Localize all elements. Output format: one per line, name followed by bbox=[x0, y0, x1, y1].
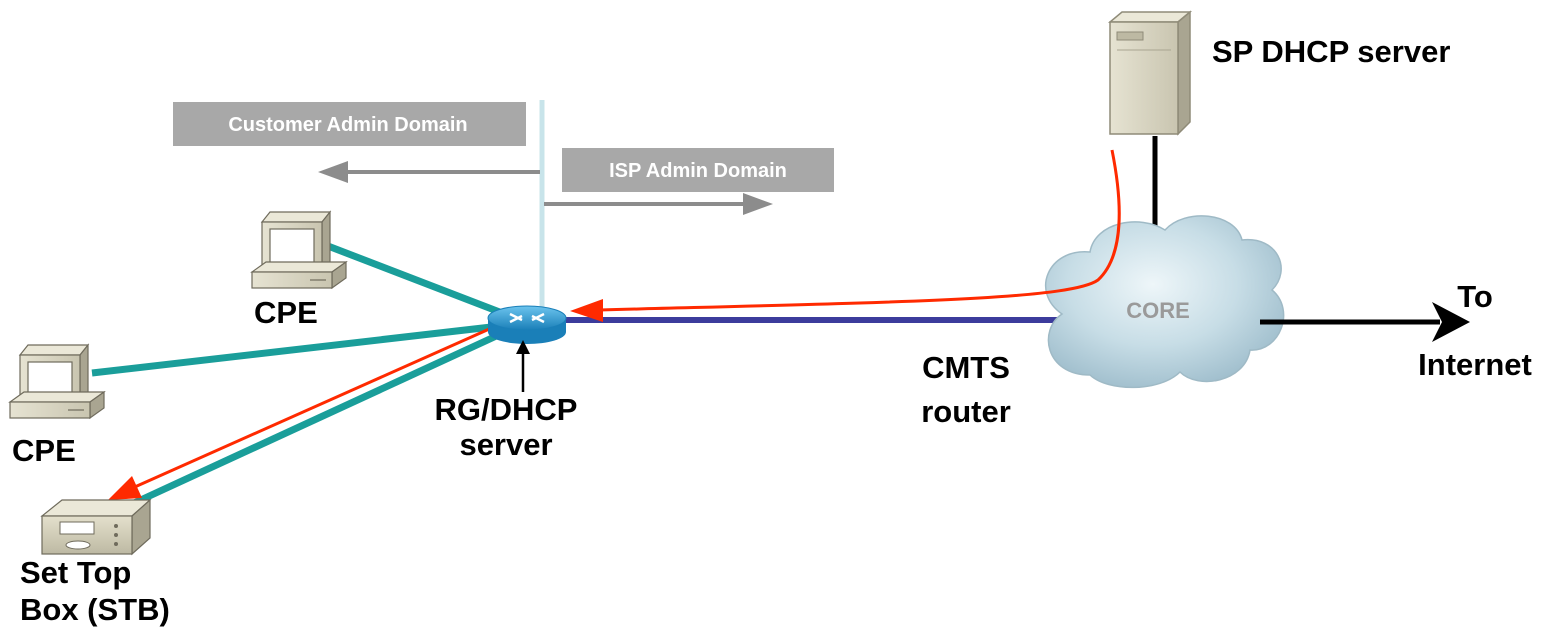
isp-domain-arrow bbox=[544, 193, 773, 215]
rg-dhcp-label-line2: server bbox=[459, 427, 552, 462]
link-cpe-upper bbox=[326, 242, 512, 320]
isp-admin-domain-label: ISP Admin Domain bbox=[609, 160, 787, 182]
cpe-lower-computer-icon bbox=[8, 343, 106, 420]
rg-router-icon bbox=[487, 305, 567, 344]
stb-label-line2: Box (STB) bbox=[20, 592, 170, 627]
core-label: CORE bbox=[1126, 298, 1190, 323]
dhcp-flow-rg-to-stb bbox=[127, 320, 506, 492]
link-stb bbox=[130, 328, 507, 508]
to-internet-label-line2: Internet bbox=[1418, 347, 1532, 382]
customer-domain-arrow bbox=[318, 161, 540, 183]
customer-admin-domain-box bbox=[173, 102, 526, 146]
core-cloud-icon bbox=[1044, 215, 1285, 389]
dhcp-flow-stb-arrowhead bbox=[108, 476, 142, 500]
stb-label-line1: Set Top bbox=[20, 555, 131, 590]
stb-set-top-box-icon bbox=[40, 498, 152, 556]
cmts-router-label-line2: router bbox=[921, 394, 1011, 429]
isp-admin-domain-box bbox=[562, 148, 834, 192]
dhcp-flow-server-to-rg bbox=[599, 149, 1121, 312]
customer-admin-domain-label: Customer Admin Domain bbox=[228, 114, 467, 136]
cpe-upper-computer-icon bbox=[250, 210, 348, 290]
sp-dhcp-server-label: SP DHCP server bbox=[1212, 34, 1450, 69]
cmts-router-label-line1: CMTS bbox=[922, 350, 1010, 385]
link-cpe-lower bbox=[91, 322, 501, 377]
cpe-lower-label: CPE bbox=[12, 433, 76, 468]
rg-dhcp-label-line1: RG/DHCP bbox=[435, 392, 578, 427]
internet-arrow bbox=[1260, 302, 1470, 342]
sp-server-tower-icon bbox=[1107, 10, 1193, 136]
to-internet-label-line1: To bbox=[1457, 279, 1493, 314]
cpe-upper-label: CPE bbox=[254, 295, 318, 330]
dhcp-flow-rg-arrowhead bbox=[570, 299, 603, 322]
rg-pointer-arrow bbox=[516, 340, 530, 392]
